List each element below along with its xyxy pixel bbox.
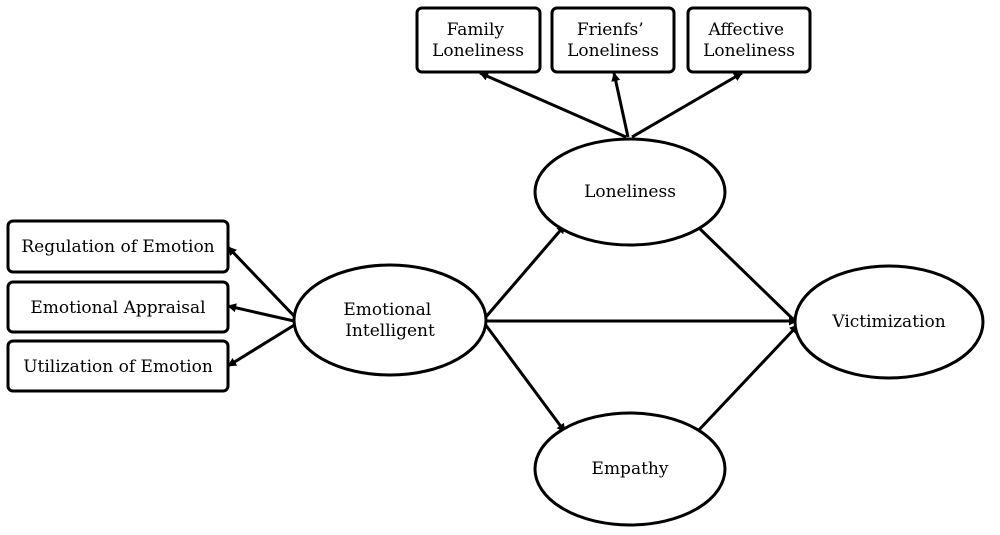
arrow-loneliness-to-victimization xyxy=(695,224,800,326)
indicator-affective-label-line1: Affective xyxy=(708,20,785,40)
indicator-friends-label-line1: Frienfs’ xyxy=(577,20,644,40)
indicator-emotional-appraisal: Emotional Appraisal xyxy=(6,280,230,334)
arrow-ei-to-appraisal xyxy=(227,303,295,323)
indicator-friends-loneliness: Frienfs’ Loneliness xyxy=(550,6,676,74)
indicator-utilization-label: Utilization of Emotion xyxy=(23,357,213,377)
svg-text:Affective Loneliness: Affective Loneliness xyxy=(703,20,795,61)
indicator-family-label-line1: Family xyxy=(447,20,505,40)
svg-text:Emotional Intelligent: Emotional Intelligent xyxy=(343,300,436,341)
arrow-loneliness-to-affective xyxy=(631,71,743,139)
indicator-family-label-line2: Loneliness xyxy=(432,41,524,61)
arrow-ei-to-regulation xyxy=(226,245,298,320)
indicator-family-loneliness: Family Loneliness xyxy=(415,6,542,74)
arrow-ei-to-utilization xyxy=(227,322,297,368)
svg-text:Frienfs’ Loneliness: Frienfs’ Loneliness xyxy=(567,20,659,61)
latent-victimization-label: Victimization xyxy=(831,312,945,332)
svg-text:Loneliness: Loneliness xyxy=(584,182,676,202)
svg-text:Family Loneliness: Family Loneliness xyxy=(432,20,524,61)
indicator-affective-loneliness: Affective Loneliness xyxy=(686,6,812,74)
arrow-loneliness-to-friends xyxy=(611,72,630,138)
arrow-ei-to-empathy xyxy=(483,323,567,433)
svg-text:Regulation of Emotion: Regulation of Emotion xyxy=(21,237,214,257)
indicator-affective-label-line2: Loneliness xyxy=(703,41,795,61)
latent-emotional-intelligent-label-line2: Intelligent xyxy=(345,321,435,341)
arrow-loneliness-to-family xyxy=(479,71,627,139)
indicator-regulation-of-emotion: Regulation of Emotion xyxy=(6,219,230,274)
svg-text:Emotional Appraisal: Emotional Appraisal xyxy=(30,298,205,318)
latent-victimization: Victimization xyxy=(793,264,985,380)
latent-empathy-label: Empathy xyxy=(592,459,669,479)
arrow-empathy-to-victimization xyxy=(695,323,800,434)
latent-loneliness: Loneliness xyxy=(533,137,727,247)
indicator-utilization-of-emotion: Utilization of Emotion xyxy=(6,339,230,393)
latent-emotional-intelligent-label-line1: Emotional xyxy=(343,300,431,320)
svg-text:Victimization: Victimization xyxy=(831,312,945,332)
svg-text:Empathy: Empathy xyxy=(592,459,669,479)
arrow-ei-to-loneliness xyxy=(483,224,567,319)
indicator-regulation-label: Regulation of Emotion xyxy=(21,237,214,257)
path-arrows xyxy=(226,71,800,434)
latent-empathy: Empathy xyxy=(533,411,727,527)
indicator-friends-label-line2: Loneliness xyxy=(567,41,659,61)
latent-emotional-intelligent: Emotional Intelligent xyxy=(292,263,488,377)
svg-text:Utilization of Emotion: Utilization of Emotion xyxy=(23,357,213,377)
latent-loneliness-label: Loneliness xyxy=(584,182,676,202)
indicator-appraisal-label: Emotional Appraisal xyxy=(30,298,205,318)
